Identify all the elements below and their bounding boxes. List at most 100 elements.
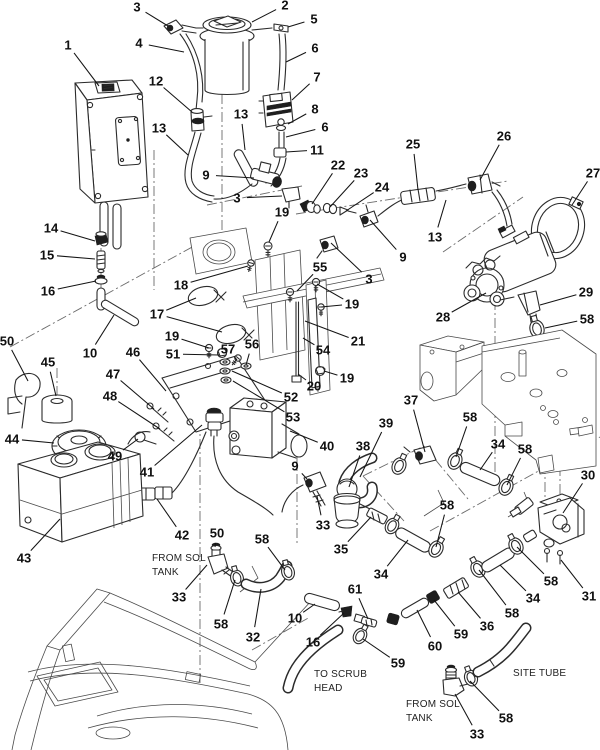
leader-line — [561, 560, 583, 588]
leader-line — [370, 220, 396, 250]
callout-35-59: 35 — [334, 542, 348, 557]
callout-19-30: 19 — [345, 297, 359, 312]
callout-17-27: 17 — [150, 307, 164, 322]
leader-line — [95, 315, 114, 345]
shutoff-valve-drawing — [510, 494, 584, 564]
leader-line — [349, 455, 360, 487]
leader-line — [517, 547, 544, 574]
leader-line — [31, 519, 60, 551]
callout-57-41: 57 — [221, 342, 235, 357]
leader-line — [305, 321, 349, 337]
callout-33-71: 33 — [172, 590, 186, 605]
leader-line — [456, 426, 467, 457]
leader-line — [252, 10, 276, 22]
callout-34-75: 34 — [526, 591, 541, 606]
callout-49-65: 49 — [108, 449, 122, 464]
standpipe-drawing — [95, 232, 140, 327]
leader-line — [242, 124, 245, 150]
leader-line — [324, 371, 337, 375]
leader-line — [330, 180, 354, 207]
seat-bracket-drawing — [186, 228, 384, 395]
leader-line — [346, 193, 374, 211]
leader-line — [292, 84, 310, 100]
callout-58-61: 58 — [440, 498, 454, 513]
callout-34-52: 34 — [491, 437, 506, 452]
leader-line — [455, 694, 472, 725]
left-hose-drawing — [208, 543, 297, 587]
hose-chain-lower-drawing — [288, 529, 537, 688]
callout-51-40: 51 — [166, 347, 180, 362]
callout-42-67: 42 — [175, 528, 189, 543]
pump-drawing — [464, 190, 592, 374]
leader-line — [500, 565, 526, 591]
leader-line — [57, 256, 95, 259]
callout-58-70: 58 — [255, 532, 269, 547]
leader-line — [166, 135, 188, 155]
leader-line — [317, 284, 343, 299]
callout-44-62: 44 — [5, 432, 20, 447]
leader-line — [480, 452, 492, 470]
callout-6-9: 6 — [321, 120, 328, 135]
callout-15-24: 15 — [40, 248, 54, 263]
leader-line — [186, 565, 207, 589]
leader-line — [146, 12, 168, 26]
callout-9-38: 9 — [399, 250, 406, 265]
leader-line — [12, 350, 28, 381]
leader-line — [286, 52, 306, 62]
callout-13-11: 13 — [152, 121, 166, 136]
callout-58-72: 58 — [214, 617, 228, 632]
leader-line — [123, 439, 138, 450]
callout-10-84: 10 — [288, 611, 302, 626]
leader-line — [288, 22, 304, 27]
callout-25-19: 25 — [406, 137, 420, 152]
leader-line — [268, 547, 285, 570]
frame-plate-drawing — [420, 330, 596, 474]
leader-line — [183, 354, 219, 355]
leader-line — [166, 298, 196, 310]
leader-line — [290, 431, 318, 442]
leader-line — [22, 440, 54, 443]
leader-line — [61, 231, 95, 241]
leader-line — [155, 425, 202, 466]
callout-45-63: 45 — [41, 355, 55, 370]
leader-line — [302, 473, 307, 479]
mount-plate-drawing — [84, 343, 307, 515]
callout-2-2: 2 — [281, 0, 288, 13]
callout-1-0: 1 — [64, 38, 71, 53]
callout-14-23: 14 — [44, 221, 59, 236]
callout-10-28: 10 — [83, 346, 97, 361]
callout-26-20: 26 — [497, 129, 511, 144]
callout-9-57: 9 — [291, 459, 298, 474]
leader-line — [545, 321, 577, 328]
callout-59-81: 59 — [391, 656, 405, 671]
leader-line — [58, 281, 96, 289]
callout-12-5: 12 — [149, 74, 163, 89]
leader-line — [360, 432, 382, 477]
callout-48-45: 48 — [103, 389, 117, 404]
callout-60-80: 60 — [428, 639, 442, 654]
callout-47-44: 47 — [106, 367, 120, 382]
callout-56-42: 56 — [245, 337, 259, 352]
callout-21-31: 21 — [351, 334, 365, 349]
leader-line — [458, 592, 481, 618]
leader-line — [540, 295, 576, 305]
leader-line — [434, 600, 455, 626]
callout-3-37: 3 — [365, 272, 372, 287]
callout-37-49: 37 — [404, 393, 418, 408]
leader-line — [157, 499, 176, 527]
fitting-row-drawing — [300, 174, 512, 258]
leader-line — [414, 410, 425, 452]
leader-line — [255, 589, 261, 627]
callout-36-78: 36 — [480, 619, 494, 634]
leader-line — [321, 305, 342, 307]
leader-line — [286, 151, 307, 152]
leader-line — [414, 154, 418, 190]
leader-line — [348, 517, 371, 542]
leader-line — [164, 88, 192, 112]
strainer-chain-drawing — [282, 472, 449, 561]
leader-line — [331, 243, 362, 272]
leader-line — [269, 221, 278, 242]
leader-line — [317, 496, 321, 515]
